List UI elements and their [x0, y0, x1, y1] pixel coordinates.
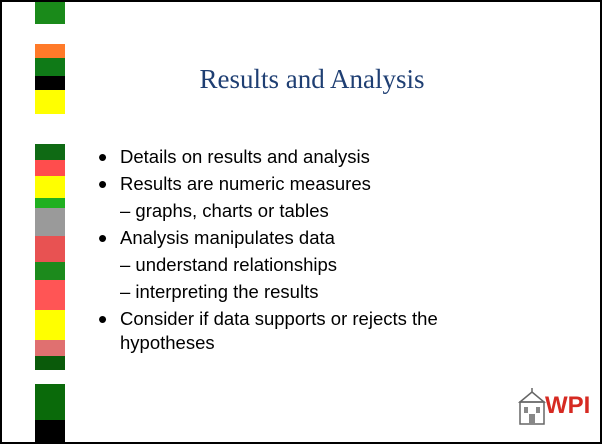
sub-bullet-item: – interpreting the results: [120, 281, 319, 302]
bullet-text: Details on results and analysis: [120, 146, 370, 167]
bullet-text: Consider if data supports or rejects the: [120, 308, 438, 329]
strip-segment: [35, 236, 65, 262]
bullet-item: • Analysis manipulates data: [98, 223, 578, 253]
strip-segment: [35, 44, 65, 58]
bullet-dot-icon: •: [98, 304, 108, 334]
bullet-dot-icon: •: [98, 223, 108, 253]
wpi-logo: WPI: [517, 386, 591, 432]
strip-segment: [35, 198, 65, 208]
strip-segment: [35, 58, 65, 76]
strip-segment: [35, 76, 65, 90]
logo-text: WPI: [545, 392, 591, 419]
strip-segment: [35, 160, 65, 176]
building-icon: [517, 388, 547, 425]
strip-segment: [35, 90, 65, 114]
strip-segment: [35, 420, 65, 442]
strip-segment: [35, 176, 65, 198]
bullet-item: • Results are numeric measures: [98, 169, 578, 199]
bullet-dot-icon: •: [98, 169, 108, 199]
bullet-item: • Consider if data supports or rejects t…: [98, 304, 578, 334]
strip-segment: [35, 208, 65, 236]
strip-segment: [35, 2, 65, 24]
strip-segment: [35, 310, 65, 340]
strip-segment: [35, 356, 65, 370]
slide-title: Results and Analysis: [199, 64, 425, 94]
strip-segment: [35, 262, 65, 280]
bullet-list: • Details on results and analysis • Resu…: [98, 142, 578, 355]
strip-segment: [35, 24, 65, 44]
strip-segment: [35, 144, 65, 160]
decorative-color-strip: [35, 2, 65, 442]
sub-bullet-item: – graphs, charts or tables: [120, 200, 329, 221]
strip-segment: [35, 114, 65, 144]
sub-bullet-item: – understand relationships: [120, 254, 338, 275]
bullet-item: • Details on results and analysis: [98, 142, 578, 172]
bullet-continuation: hypotheses: [120, 332, 215, 353]
strip-segment: [35, 370, 65, 384]
strip-segment: [35, 280, 65, 310]
bullet-text: Analysis manipulates data: [120, 227, 335, 248]
strip-segment: [35, 384, 65, 420]
bullet-dot-icon: •: [98, 142, 108, 172]
strip-segment: [35, 340, 65, 356]
bullet-text: Results are numeric measures: [120, 173, 371, 194]
